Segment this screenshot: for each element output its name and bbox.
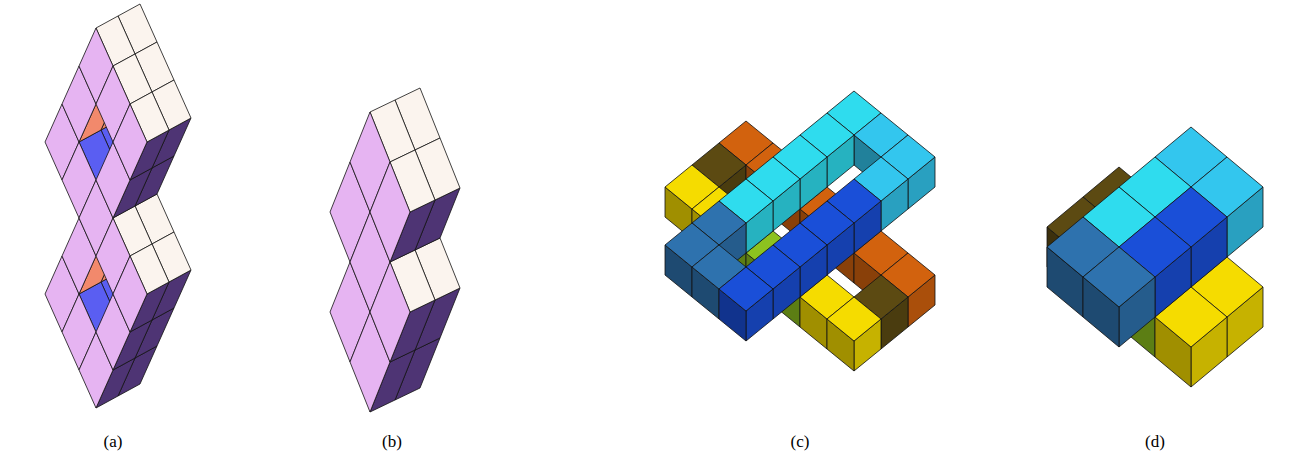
cube-face bbox=[370, 162, 410, 262]
cube-face bbox=[113, 256, 147, 332]
cube-face bbox=[113, 104, 147, 180]
cube-face bbox=[827, 297, 881, 341]
crossed-rings-polycube bbox=[665, 91, 935, 371]
cube-face bbox=[719, 267, 773, 311]
cube-face bbox=[1083, 247, 1155, 307]
subfigure-label: (d) bbox=[1145, 432, 1165, 452]
compact-crossed-polycube bbox=[1047, 127, 1263, 387]
subfigure-label: (c) bbox=[791, 432, 810, 452]
cube-face bbox=[370, 262, 410, 362]
subfigure-label: (b) bbox=[382, 432, 402, 452]
subfigure-label: (a) bbox=[104, 432, 123, 452]
figure-eight-polycube bbox=[45, 4, 191, 408]
compact-figure-eight-polycube bbox=[330, 88, 460, 412]
